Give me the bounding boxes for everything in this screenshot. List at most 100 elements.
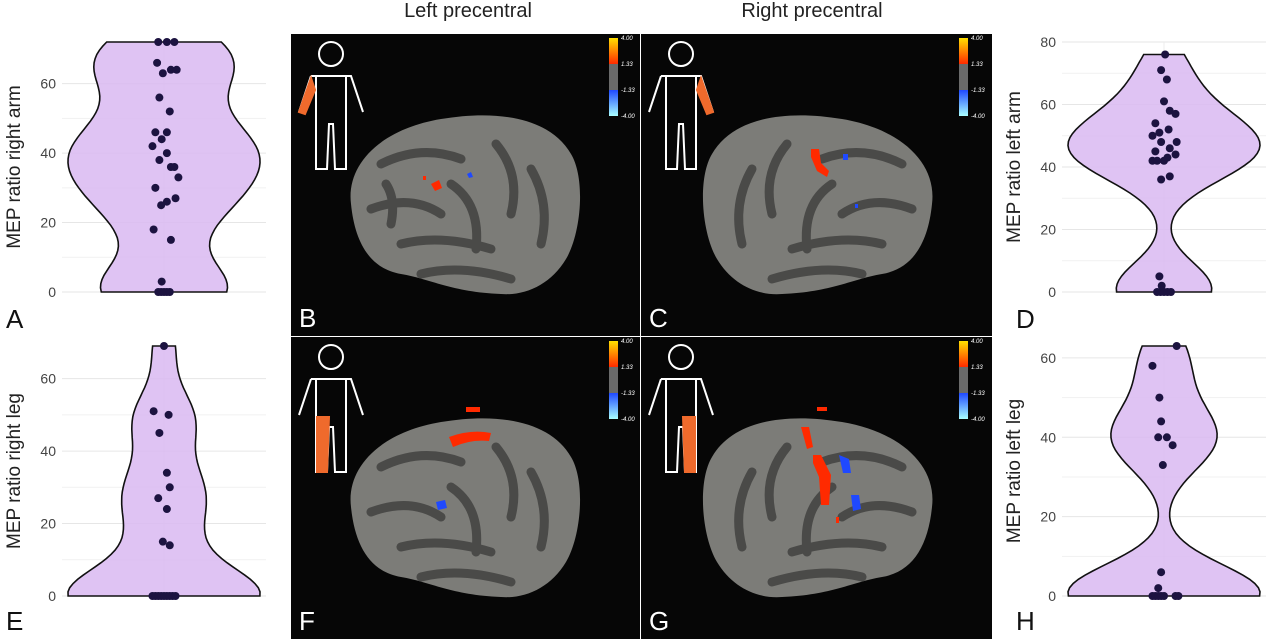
data-point bbox=[149, 407, 158, 416]
data-point bbox=[162, 505, 171, 514]
colorbar-positive bbox=[609, 38, 618, 64]
colorbar-tick-label: 1.33 bbox=[621, 62, 633, 68]
colorbar-tick-label: -1.33 bbox=[621, 88, 635, 94]
data-point bbox=[174, 173, 183, 182]
data-point bbox=[1161, 50, 1170, 59]
violin-shape bbox=[1067, 345, 1261, 597]
body-outline-icon bbox=[648, 344, 714, 473]
data-point bbox=[1166, 288, 1175, 296]
data-point bbox=[1157, 138, 1166, 146]
body-outline-icon bbox=[297, 41, 364, 170]
y-axis-label: MEP ratio right leg bbox=[4, 393, 25, 549]
colorbar-tick-label: -1.33 bbox=[621, 391, 635, 397]
data-point bbox=[1155, 393, 1164, 402]
data-point bbox=[1168, 441, 1177, 450]
colorbar-tick-label: 1.33 bbox=[971, 62, 983, 68]
cortex-surface bbox=[350, 407, 581, 598]
cortex-surface bbox=[702, 407, 933, 598]
data-point bbox=[162, 197, 171, 206]
data-point bbox=[1151, 119, 1160, 128]
colorbar: 4.001.33-1.33-4.00 bbox=[609, 36, 635, 120]
data-point bbox=[1162, 75, 1171, 84]
data-point bbox=[1160, 97, 1168, 106]
colorbar-neutral bbox=[609, 367, 618, 393]
colorbar-tick-label: -4.00 bbox=[621, 114, 635, 120]
data-point bbox=[1154, 584, 1163, 593]
data-point bbox=[155, 428, 164, 437]
colorbar-tick-label: -4.00 bbox=[971, 417, 985, 423]
colorbar-tick-label: -4.00 bbox=[621, 417, 635, 423]
data-point bbox=[1172, 342, 1181, 350]
brain-image-right-arm: 4.001.33-1.33-4.00 bbox=[648, 36, 985, 295]
panel-letter-c: C bbox=[649, 303, 668, 333]
data-point bbox=[1148, 361, 1157, 370]
data-point bbox=[1157, 175, 1166, 184]
y-tick-label: 40 bbox=[40, 145, 56, 161]
colorbar-negative bbox=[959, 393, 968, 419]
data-point bbox=[1165, 144, 1174, 153]
data-point bbox=[165, 541, 174, 550]
y-tick-label: 80 bbox=[1040, 34, 1056, 50]
data-point bbox=[164, 410, 173, 419]
data-point bbox=[158, 537, 167, 546]
y-tick-label: 20 bbox=[1040, 509, 1056, 525]
data-point bbox=[162, 149, 171, 158]
y-tick-label: 0 bbox=[48, 588, 56, 604]
data-point bbox=[1154, 433, 1163, 442]
panel-letter-b: B bbox=[299, 303, 317, 333]
data-point bbox=[170, 38, 179, 46]
y-tick-label: 20 bbox=[40, 215, 56, 231]
data-point bbox=[1157, 66, 1166, 75]
y-tick-label: 0 bbox=[48, 284, 56, 300]
data-point bbox=[157, 277, 166, 286]
data-point bbox=[162, 38, 171, 46]
data-point bbox=[165, 288, 174, 296]
y-tick-label: 20 bbox=[1040, 222, 1056, 238]
colorbar-negative bbox=[609, 393, 618, 419]
data-point bbox=[160, 342, 168, 350]
panel-letter-a: A bbox=[6, 304, 24, 334]
data-point bbox=[1163, 153, 1172, 162]
data-point bbox=[165, 107, 174, 116]
data-point bbox=[1157, 281, 1166, 290]
colorbar: 4.001.33-1.33-4.00 bbox=[959, 339, 985, 423]
data-point bbox=[1165, 106, 1174, 115]
data-point bbox=[165, 483, 174, 492]
violin-shape bbox=[67, 41, 261, 293]
data-point bbox=[162, 468, 171, 477]
colorbar-tick-label: 4.00 bbox=[971, 36, 983, 42]
data-point bbox=[153, 58, 162, 67]
data-point bbox=[154, 494, 163, 503]
data-point bbox=[1171, 150, 1180, 159]
y-axis-label: MEP ratio left leg bbox=[1004, 399, 1025, 543]
colorbar-negative bbox=[959, 90, 968, 116]
data-point bbox=[1153, 288, 1162, 296]
colorbar-tick-label: -4.00 bbox=[971, 114, 985, 120]
data-point bbox=[162, 128, 171, 137]
colorbar-neutral bbox=[959, 367, 968, 393]
y-tick-label: 60 bbox=[40, 76, 56, 92]
colorbar-neutral bbox=[609, 64, 618, 90]
y-tick-label: 20 bbox=[40, 516, 56, 532]
y-tick-label: 60 bbox=[1040, 97, 1056, 113]
panel-letter-e: E bbox=[6, 606, 24, 636]
data-point bbox=[1157, 568, 1166, 577]
data-point bbox=[171, 592, 180, 600]
data-point bbox=[155, 93, 164, 102]
body-outline-icon bbox=[298, 344, 364, 473]
data-point bbox=[172, 65, 181, 74]
y-tick-label: 0 bbox=[1048, 284, 1056, 300]
panel-letter-g: G bbox=[649, 606, 670, 636]
data-point bbox=[155, 156, 164, 165]
y-tick-label: 60 bbox=[1040, 350, 1056, 366]
cortex-surface bbox=[350, 115, 581, 295]
data-point bbox=[170, 163, 179, 171]
panel-letter-h: H bbox=[1016, 606, 1035, 636]
data-point bbox=[154, 38, 163, 46]
data-point bbox=[1172, 138, 1181, 146]
